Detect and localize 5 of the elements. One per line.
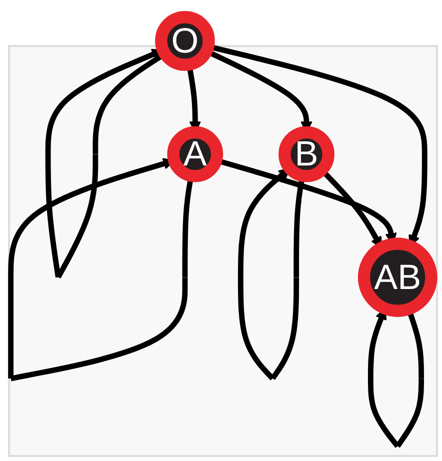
node-circle: A — [167, 126, 224, 182]
node-circle: O — [155, 11, 215, 71]
arrow — [8, 158, 194, 382]
node-circle: AB — [358, 238, 438, 317]
node-circle: B — [278, 126, 334, 182]
